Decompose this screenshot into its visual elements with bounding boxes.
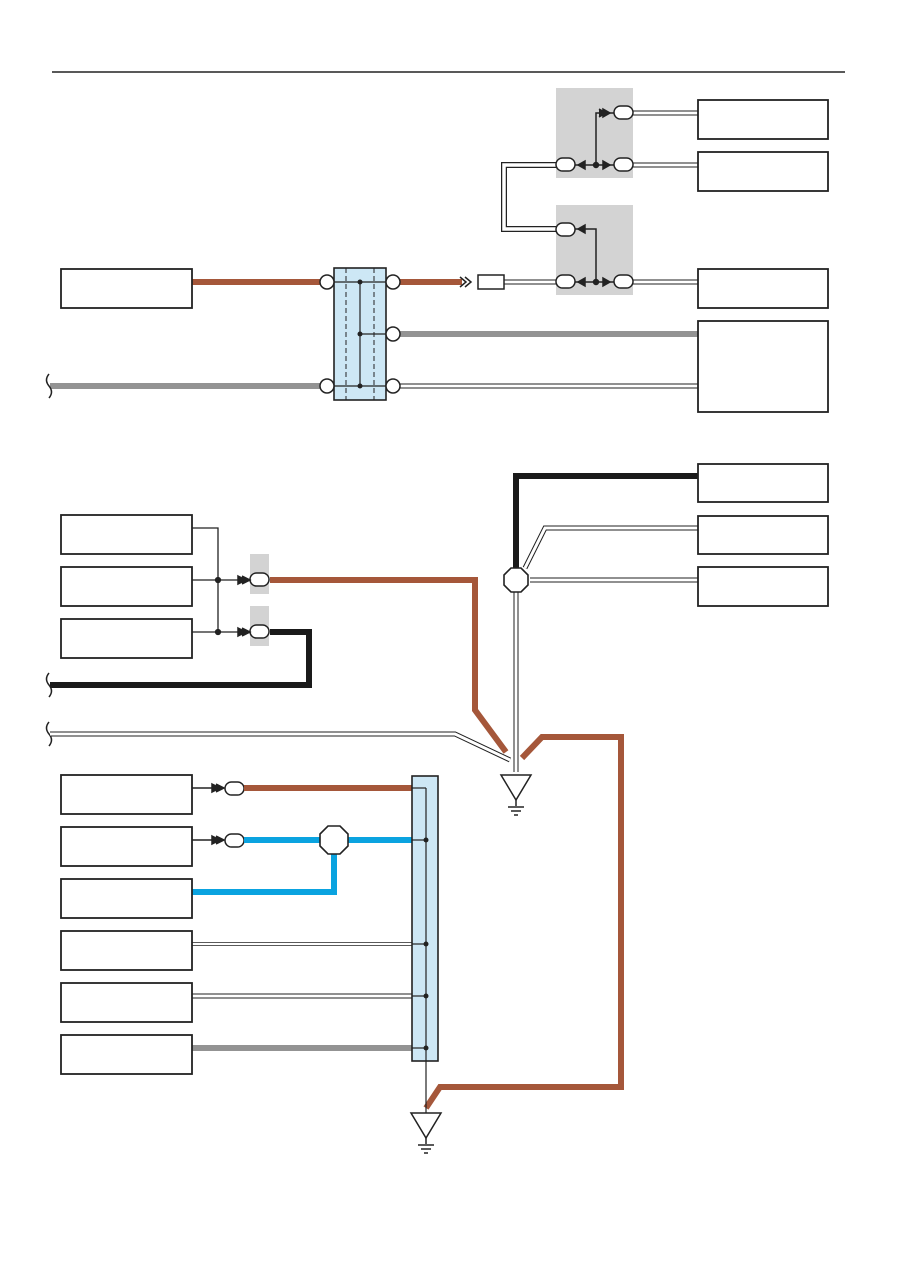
- component-box-left-g: [60, 930, 193, 971]
- component-box-left-c: [60, 618, 193, 659]
- component-box-right-3: [697, 268, 829, 309]
- component-box-right-5: [697, 463, 829, 503]
- wire-break-icon: [45, 373, 53, 399]
- component-box-right-1: [697, 99, 829, 140]
- wire-blue-2: [192, 852, 337, 895]
- connector-low: [192, 781, 245, 848]
- component-box-right-4: [697, 320, 829, 413]
- component-box-left-b: [60, 566, 193, 607]
- wire-white-loop: [501, 162, 556, 232]
- component-box-left-i: [60, 1034, 193, 1075]
- wire-break-icon: [45, 721, 53, 747]
- wire-white-right: [633, 110, 698, 285]
- component-box-left-a: [60, 514, 193, 555]
- wire-thin-left: [192, 527, 246, 636]
- wire-white-2: [50, 525, 698, 772]
- component-box-right-2: [697, 151, 829, 192]
- connector-group-1: [555, 105, 634, 172]
- component-box-right-6: [697, 515, 829, 555]
- connector-mid: [237, 572, 270, 639]
- connector-group-2: [555, 222, 634, 289]
- component-box-left-h: [60, 982, 193, 1023]
- wire-black-1: [50, 629, 312, 688]
- wire-brown-4: [423, 734, 624, 1110]
- junction-octagon-1: [503, 567, 529, 593]
- wire-break-icon: [45, 672, 53, 698]
- ground-icon: [499, 774, 533, 816]
- bus-bar-bottom: [411, 775, 439, 1130]
- wire-brown-3: [270, 577, 509, 754]
- junction-octagon-2: [319, 825, 349, 855]
- wire-white-3: [192, 942, 412, 999]
- wire-black-2: [513, 473, 698, 568]
- bus-bar-top: [319, 267, 401, 401]
- component-box-left-top: [60, 268, 193, 309]
- component-box-left-e: [60, 826, 193, 867]
- component-box-left-f: [60, 878, 193, 919]
- fuse-icon: [459, 274, 505, 290]
- component-box-right-7: [697, 566, 829, 607]
- ground-icon: [409, 1112, 443, 1154]
- component-box-left-d: [60, 774, 193, 815]
